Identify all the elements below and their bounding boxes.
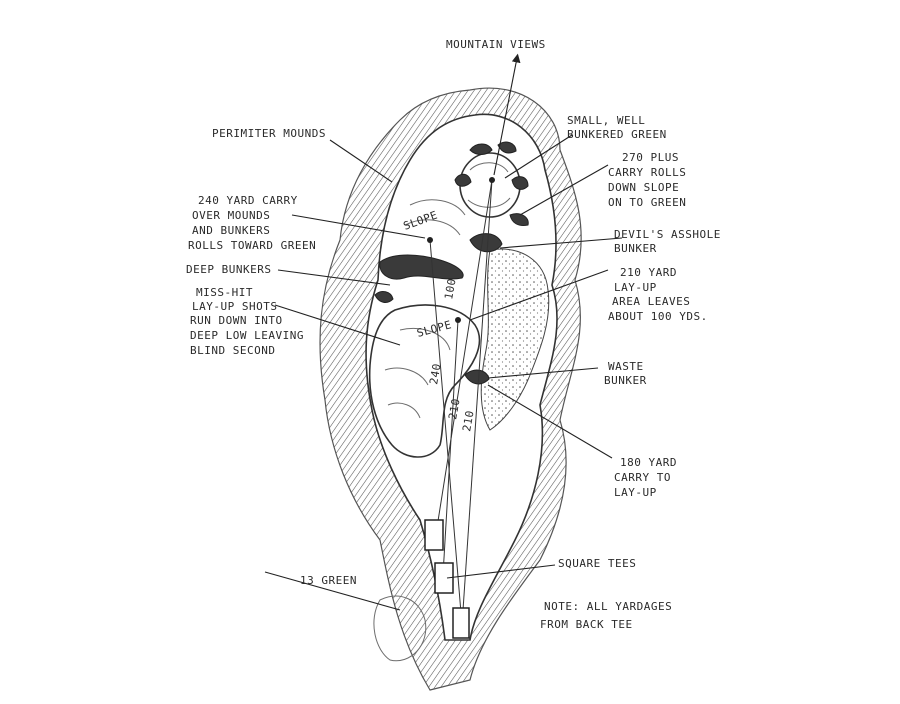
bunker: [469, 143, 493, 155]
target-marker: [455, 317, 461, 323]
bunker: [497, 141, 517, 154]
label-180-2: CARRY TO: [614, 471, 671, 484]
leader-deep: [277, 269, 391, 286]
leader-small-green: [504, 134, 573, 179]
label-mis-hit-4: DEEP LOW LEAVING: [190, 329, 304, 342]
label-210-2: LAY-UP: [614, 281, 657, 294]
deep-bunkers: [379, 254, 464, 280]
label-perimeter-mounds: PERIMITER MOUNDS: [212, 127, 326, 140]
leader-210: [469, 269, 609, 321]
bunker: [454, 173, 472, 187]
label-mis-hit-2: LAY-UP SHOTS: [192, 300, 277, 313]
label-180-1: 180 YARD: [620, 456, 677, 469]
mountain-views-arrow: [493, 53, 521, 176]
green-13-area: [373, 595, 427, 662]
waste-bunker-area: [480, 248, 550, 431]
label-210-4: ABOUT 100 YDS.: [608, 310, 708, 323]
leader-waste: [487, 367, 599, 379]
shot-line: [442, 319, 459, 576]
yardage-210-a: 210: [446, 397, 463, 420]
slope-contours: [404, 199, 466, 236]
leader-square-tees: [446, 564, 556, 579]
bunker: [511, 176, 529, 190]
label-waste-1: WASTE: [608, 360, 644, 373]
leader-270: [519, 164, 609, 216]
label-devils-2: BUNKER: [614, 242, 657, 255]
label-270-3: DOWN SLOPE: [608, 181, 679, 194]
label-270-4: ON TO GREEN: [608, 196, 686, 209]
label-240-1: 240 YARD CARRY: [198, 194, 298, 207]
leader-13-green: [264, 571, 401, 611]
label-240-2: OVER MOUNDS: [192, 209, 270, 222]
label-waste-2: BUNKER: [604, 374, 647, 387]
label-mis-hit-5: BLIND SECOND: [190, 344, 275, 357]
label-mountain-views: MOUNTAIN VIEWS: [446, 38, 546, 51]
pin-marker: [489, 177, 495, 183]
label-270-2: CARRY ROLLS: [608, 166, 686, 179]
shot-line: [434, 179, 493, 541]
leader-perimeter: [329, 139, 393, 183]
label-240-3: AND BUNKERS: [192, 224, 270, 237]
label-mis-hit-1: MISS-HIT: [196, 286, 253, 299]
shot-line: [461, 179, 493, 626]
waste-bunker: [464, 369, 490, 385]
tee-box: [424, 519, 444, 551]
label-devils-1: DEVIL'S ASSHOLE: [614, 228, 721, 241]
label-210-1: 210 YARD: [620, 266, 677, 279]
label-note-1: NOTE: ALL YARDAGES: [544, 600, 672, 613]
label-mis-hit-3: RUN DOWN INTO: [190, 314, 283, 327]
leader-240: [291, 214, 426, 239]
layup-fairway: [368, 304, 481, 458]
label-note-2: FROM BACK TEE: [540, 618, 633, 631]
yardage-240: 240: [427, 362, 444, 385]
tee-box: [452, 607, 470, 639]
label-240-4: ROLLS TOWARD GREEN: [188, 239, 316, 252]
label-square-tees: SQUARE TEES: [558, 557, 636, 570]
label-small-green-2: BUNKERED GREEN: [567, 128, 667, 141]
leader-180: [487, 384, 613, 459]
devils-bunker: [469, 233, 503, 253]
label-270-1: 270 PLUS: [622, 151, 679, 164]
label-small-green-1: SMALL, WELL: [567, 114, 645, 127]
label-deep-bunkers: DEEP BUNKERS: [186, 263, 271, 276]
leader-devils: [499, 237, 623, 249]
target-marker: [427, 237, 433, 243]
yardage-100: 100: [442, 277, 459, 300]
tee-box: [434, 562, 454, 594]
label-180-3: LAY-UP: [614, 486, 657, 499]
label-210-3: AREA LEAVES: [612, 295, 690, 308]
deep-bunker-small: [374, 291, 394, 303]
yardage-210-b: 210: [460, 409, 477, 432]
bunker: [509, 213, 529, 226]
label-13-green: 13 GREEN: [300, 574, 357, 587]
shot-line: [429, 239, 463, 626]
leader-mis-hit: [274, 304, 401, 346]
layup-contours: [384, 327, 451, 419]
